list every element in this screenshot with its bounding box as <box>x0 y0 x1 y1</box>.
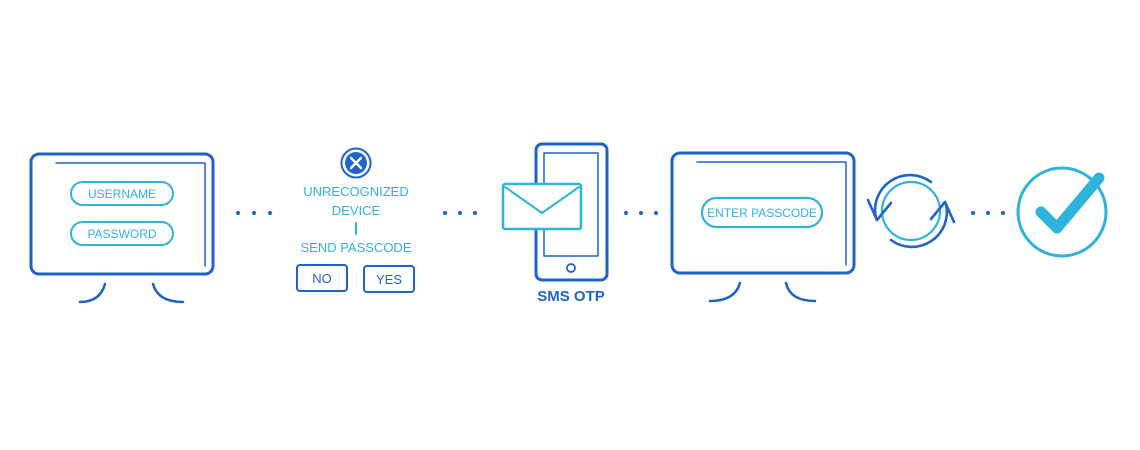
error-x-icon <box>340 147 372 179</box>
yes-label: YES <box>376 272 402 287</box>
username-label: USERNAME <box>88 187 156 201</box>
connector-dots <box>971 211 1005 215</box>
passcode-monitor-icon <box>670 151 856 303</box>
sms-otp-caption: SMS OTP <box>537 288 605 305</box>
sync-arrows-icon <box>866 173 956 249</box>
device-label: DEVICE <box>332 203 381 218</box>
no-button: NO <box>296 264 348 292</box>
password-label: PASSWORD <box>87 227 156 241</box>
password-field: PASSWORD <box>70 221 174 246</box>
send-passcode-label: SEND PASSCODE <box>300 240 411 255</box>
envelope-icon <box>501 182 583 231</box>
checkmark-circle-icon <box>1016 166 1108 258</box>
username-field: USERNAME <box>70 181 174 206</box>
unrecognized-label: UNRECOGNIZED <box>303 184 408 199</box>
no-label: NO <box>312 271 332 286</box>
connector-dots <box>624 211 658 215</box>
yes-button: YES <box>363 265 415 293</box>
connector-dots <box>236 211 272 215</box>
enter-passcode-field: ENTER PASSCODE <box>700 196 824 229</box>
connector-dots <box>443 211 477 215</box>
login-monitor-icon <box>29 152 215 304</box>
enter-passcode-label: ENTER PASSCODE <box>707 206 817 220</box>
